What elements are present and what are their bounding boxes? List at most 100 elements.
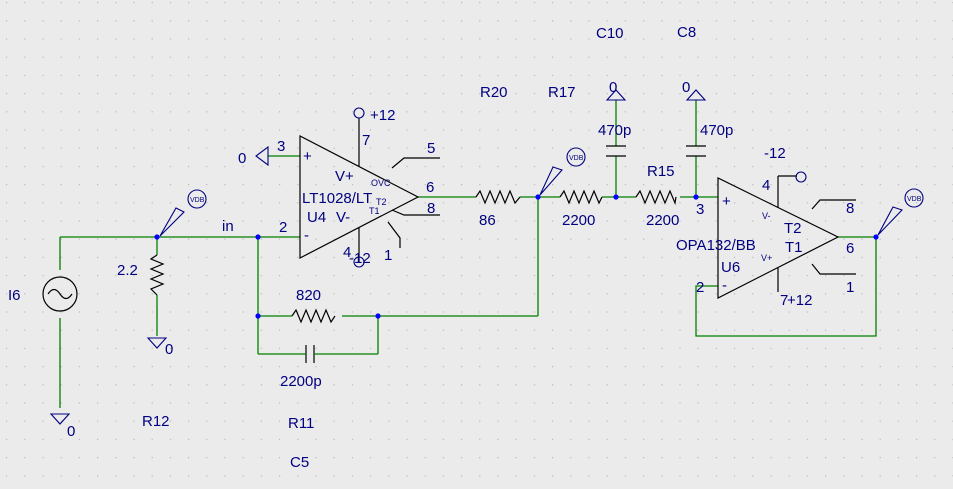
- ground-value-label: 0: [682, 79, 690, 96]
- u4-t2-label: T2: [376, 197, 387, 207]
- r11-ref-label: R11: [288, 415, 314, 432]
- ac-current-source-icon: [47, 288, 73, 300]
- u4-pin4-label: 4: [343, 244, 351, 261]
- ground-value-label: 0: [165, 341, 173, 358]
- r12-value-label: 2.2: [117, 262, 138, 279]
- c10-value-label: 470p: [598, 122, 631, 139]
- u4-pin8-label: 8: [427, 200, 435, 217]
- u6-supply-pos-label: +12: [787, 292, 812, 309]
- resistor-r12[interactable]: 2.2 R12: [117, 254, 170, 430]
- u6-plus-sign: +: [722, 193, 731, 210]
- resistor-zigzag: [149, 254, 165, 296]
- u4-part-label: LT1028/LT: [302, 190, 372, 207]
- u6-pin4-label: 4: [762, 177, 770, 194]
- supply-terminal-icon: [353, 256, 365, 268]
- c10-ref-label: C10: [596, 25, 624, 42]
- u6-minus-sign: -: [722, 277, 727, 294]
- supply-terminal-icon: [353, 107, 365, 119]
- junction-dot: [873, 234, 879, 240]
- junction-dot: [255, 234, 261, 240]
- u6-vminus-label: V-: [762, 211, 771, 221]
- resistor-r11[interactable]: 820 R11: [288, 287, 336, 432]
- u6-t2-label: T2: [784, 220, 802, 237]
- r12-ref-label: R12: [142, 413, 170, 430]
- ground-source: 0: [49, 413, 75, 440]
- u4-minus-sign: -: [304, 227, 309, 244]
- ground-icon: [685, 89, 707, 101]
- junction-dot: [375, 313, 381, 319]
- u6-t1-label: T1: [785, 239, 803, 256]
- r20-ref-label: R20: [480, 84, 508, 101]
- u4-vminus-label: V-: [336, 209, 350, 226]
- ground-icon: [49, 413, 71, 425]
- voltage-probe-icon: [187, 189, 207, 209]
- u6-vplus-label: V+: [761, 253, 772, 263]
- probe-label: VDB: [907, 196, 922, 203]
- u6-pin6-label: 6: [846, 240, 854, 257]
- voltage-probe-icon: [159, 207, 185, 237]
- capacitor-c10[interactable]: 0 470p C10: [596, 25, 631, 157]
- r20-value-label: 86: [479, 212, 496, 229]
- resistor-r17[interactable]: 2200 R17: [548, 84, 603, 229]
- voltage-probe-icon: [539, 166, 563, 196]
- u6-pin7-label: 7: [780, 292, 788, 309]
- u4-supply-neg-label: -12: [349, 250, 371, 267]
- resistor-zigzag: [475, 189, 521, 205]
- ground-value-label: 0: [609, 79, 617, 96]
- c8-ref-label: C8: [677, 24, 696, 41]
- r11-value-label: 820: [296, 287, 321, 304]
- source-i6[interactable]: I6: [8, 276, 78, 312]
- u6-supply-neg-label: -12: [764, 145, 786, 162]
- capacitor-plate: [606, 145, 626, 157]
- junction-dot: [154, 234, 160, 240]
- probe-label: VDB: [190, 197, 205, 204]
- u6-pin2-label: 2: [696, 279, 704, 296]
- junction-dot: [613, 194, 619, 200]
- opamp-triangle: [299, 135, 420, 259]
- u4-t1-label: T1: [369, 206, 380, 216]
- u6-pin1-label: 1: [846, 279, 854, 296]
- ac-current-source-icon: [42, 276, 78, 312]
- junction-dot: [535, 194, 541, 200]
- u4-pin5-label: 5: [427, 140, 435, 157]
- voltage-probe-icon: [566, 147, 586, 167]
- supply-terminal-icon: [795, 171, 807, 183]
- junction-dot: [255, 313, 261, 319]
- junctions: [154, 194, 879, 319]
- resistor-zigzag: [559, 189, 603, 205]
- net-label-in: in: [222, 218, 234, 235]
- u4-ovc-label: OVC: [371, 178, 391, 188]
- resistor-r20[interactable]: 86 R20: [475, 84, 521, 229]
- opamp-u4[interactable]: 0 3 + 2 - +12 7 V+ OVC LT1028/LT T2 U4 V…: [238, 107, 440, 268]
- u4-pin1-label: 1: [384, 247, 392, 264]
- resistor-zigzag: [291, 308, 336, 324]
- probe-output-node[interactable]: VDB: [877, 188, 924, 236]
- r15-ref-label: R15: [647, 163, 675, 180]
- voltage-probe-icon: [904, 188, 924, 208]
- ground-value-label: 0: [238, 150, 246, 167]
- r15-value-label: 2200: [646, 212, 679, 229]
- u4-pin6-label: 6: [426, 179, 434, 196]
- u6-pin3-label: 3: [696, 201, 704, 218]
- capacitor-plate: [686, 145, 706, 157]
- ground-value-label: 0: [67, 423, 75, 440]
- r17-ref-label: R17: [548, 84, 576, 101]
- c8-value-label: 470p: [700, 122, 733, 139]
- resistor-r15[interactable]: 2200 R15: [635, 163, 679, 229]
- probe-mid-node[interactable]: VDB: [539, 147, 586, 196]
- c5-ref-label: C5: [290, 454, 309, 471]
- voltage-probe-icon: [877, 206, 903, 236]
- c5-value-label: 2200p: [280, 373, 322, 390]
- capacitor-c5[interactable]: 2200p C5: [280, 345, 322, 471]
- opamp-u6[interactable]: -12 4 3 + V- T2 OPA132/BB T1 V+ U6 2 - 7…: [676, 145, 856, 309]
- ground-r12: 0: [146, 337, 173, 358]
- u4-supply-pos-label: +12: [370, 107, 395, 124]
- probe-in-node[interactable]: VDB: [159, 189, 207, 237]
- source-ref-label: I6: [8, 287, 21, 304]
- capacitor-c8[interactable]: 0 470p C8: [677, 24, 733, 157]
- resistor-zigzag: [635, 189, 677, 206]
- junction-dot: [693, 194, 699, 200]
- ground-icon: [146, 337, 168, 349]
